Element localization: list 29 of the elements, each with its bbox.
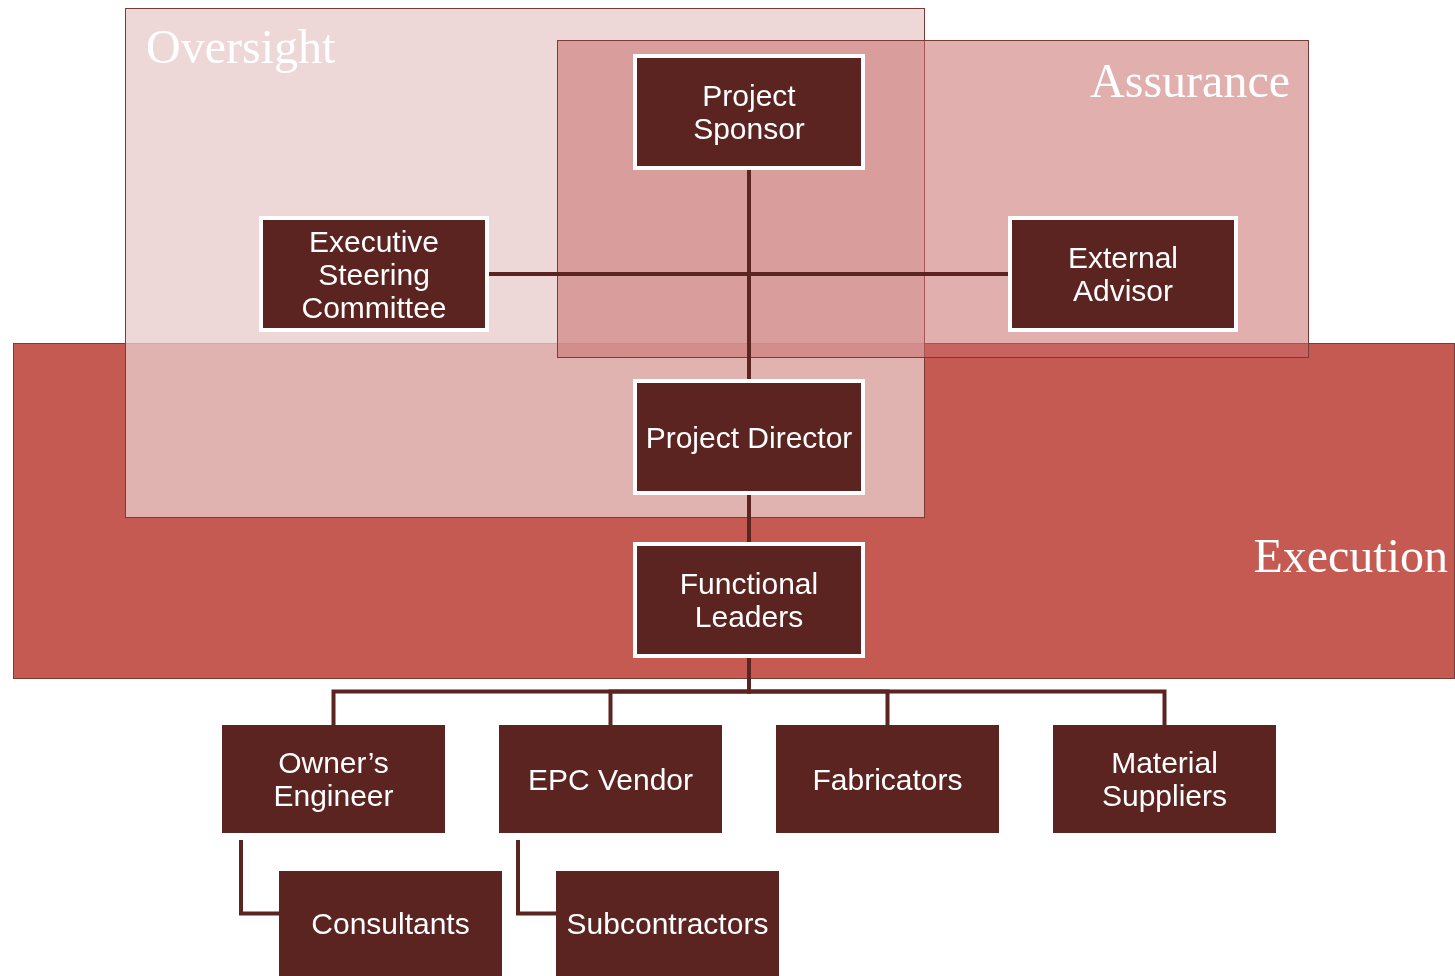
- connector-line: [489, 272, 1008, 276]
- role-label: Project Sponsor: [692, 79, 806, 145]
- role-label: Fabricators: [812, 762, 963, 796]
- role-label: EPC Vendor: [527, 762, 694, 796]
- role-box: [633, 379, 865, 495]
- role-label: Subcontractors: [566, 907, 769, 940]
- band-title: Execution: [1253, 528, 1449, 580]
- role-label: External Advisor: [1066, 241, 1180, 307]
- role-label: Executive Steering Committee: [300, 224, 448, 324]
- role-box: [556, 871, 779, 976]
- role-label: Consultants: [311, 907, 470, 940]
- role-label: Functional Leaders: [678, 567, 820, 633]
- role-label: Project Director: [645, 420, 853, 454]
- connector-line: [239, 840, 279, 916]
- connector-line: [516, 840, 556, 916]
- connector-line: [747, 495, 751, 542]
- role-box: [279, 871, 502, 976]
- role-box: [633, 54, 865, 170]
- role-label: Owner’s Engineer: [272, 746, 395, 812]
- role-box: [1053, 725, 1276, 833]
- role-label: Material Suppliers: [1100, 746, 1229, 812]
- role-box: [633, 542, 865, 658]
- role-box: [499, 725, 722, 833]
- role-box: [1008, 216, 1238, 332]
- role-box: [259, 216, 489, 332]
- role-box: [222, 725, 445, 833]
- band-title: Assurance: [1090, 53, 1291, 105]
- role-box: [776, 725, 999, 833]
- connector-line: [747, 170, 751, 379]
